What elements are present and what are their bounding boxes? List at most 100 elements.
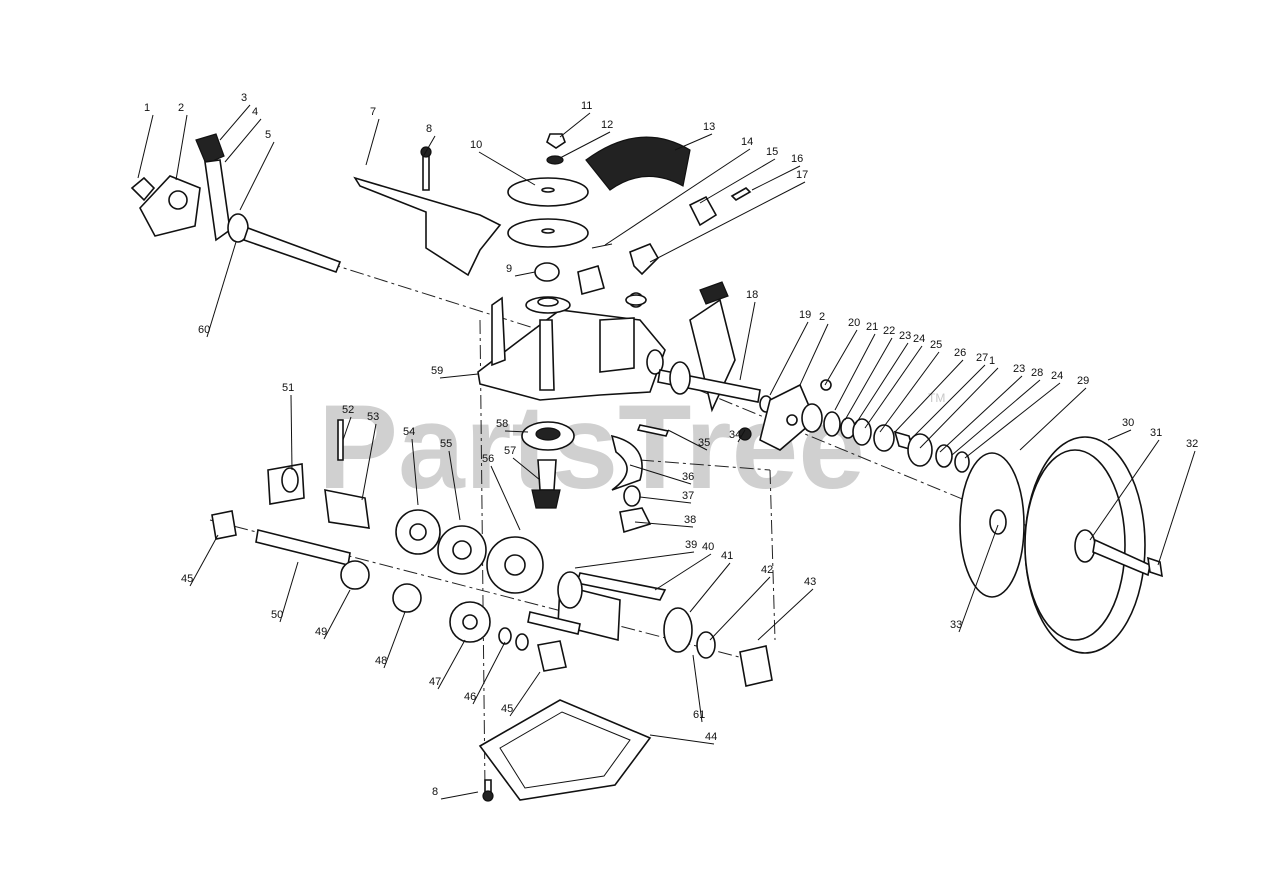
leader-line-c52 xyxy=(342,416,352,441)
callout-c2: 2 xyxy=(178,102,184,114)
callout-c1: 1 xyxy=(144,102,150,114)
callout-c44: 44 xyxy=(705,731,717,743)
callout-c32: 32 xyxy=(1186,438,1198,450)
callout-c35: 35 xyxy=(698,437,710,449)
callout-c37: 37 xyxy=(682,490,694,502)
callout-c54: 54 xyxy=(403,426,415,438)
leader-line-c18 xyxy=(739,301,756,381)
leader-line-c1 xyxy=(137,114,154,179)
callout-c9: 9 xyxy=(506,263,512,275)
callout-c13: 13 xyxy=(703,121,715,133)
callout-c57: 57 xyxy=(504,445,516,457)
callout-c8b: 8 xyxy=(432,786,438,798)
leader-line-c1b xyxy=(919,367,999,449)
leader-line-c36 xyxy=(629,464,692,485)
callout-c45b: 45 xyxy=(501,703,513,715)
leader-line-c19 xyxy=(769,321,809,396)
callout-c14: 14 xyxy=(741,136,753,148)
callout-c5: 5 xyxy=(265,129,271,141)
leader-line-c15 xyxy=(699,158,776,204)
leader-line-c35 xyxy=(667,429,708,451)
leader-line-c5 xyxy=(239,141,275,211)
callout-c47: 47 xyxy=(429,676,441,688)
callout-c38: 38 xyxy=(684,514,696,526)
callout-c26: 26 xyxy=(954,347,966,359)
leader-line-c34 xyxy=(737,429,746,443)
callout-c49: 49 xyxy=(315,626,327,638)
callout-c31: 31 xyxy=(1150,427,1162,439)
callout-c20: 20 xyxy=(848,317,860,329)
leader-line-c9 xyxy=(514,271,536,277)
pulley-assembly xyxy=(507,133,691,282)
leader-line-c57 xyxy=(512,457,541,481)
leader-line-c30 xyxy=(1107,429,1132,441)
callout-c61: 61 xyxy=(693,709,705,721)
output-shaft-parts xyxy=(527,571,773,687)
leader-line-c33 xyxy=(958,524,999,633)
callout-c25: 25 xyxy=(930,339,942,351)
callout-c28: 28 xyxy=(1031,367,1043,379)
leader-line-c12 xyxy=(559,131,611,159)
shift-lever-assembly xyxy=(130,133,342,274)
leader-line-c45a xyxy=(189,534,219,587)
leader-line-c59 xyxy=(439,373,479,379)
leader-line-c16 xyxy=(751,165,801,191)
leader-line-c37 xyxy=(639,496,692,504)
callout-c3: 3 xyxy=(241,92,247,104)
callout-c29: 29 xyxy=(1077,375,1089,387)
callout-c52: 52 xyxy=(342,404,354,416)
leader-line-c60 xyxy=(206,241,237,338)
leader-line-c17 xyxy=(649,181,806,263)
leader-line-c23b xyxy=(939,375,1023,453)
callout-c51: 51 xyxy=(282,382,294,394)
leader-line-c48 xyxy=(383,611,406,669)
gearbox-housing xyxy=(477,264,666,401)
leader-line-c8b xyxy=(440,791,479,800)
callout-c21: 21 xyxy=(866,321,878,333)
leader-line-c50 xyxy=(279,561,299,623)
callout-c10: 10 xyxy=(470,139,482,151)
leader-line-c25 xyxy=(879,351,940,433)
leader-line-c54 xyxy=(411,438,419,506)
callout-c48: 48 xyxy=(375,655,387,667)
linkage-parts xyxy=(591,187,752,308)
leader-line-c40 xyxy=(654,553,712,591)
callout-c2b: 2 xyxy=(819,311,825,323)
leader-line-c29 xyxy=(1019,387,1087,451)
wheel-assembly xyxy=(959,436,1163,654)
callout-c59: 59 xyxy=(431,365,443,377)
leader-line-c11 xyxy=(559,112,591,138)
leader-line-c46 xyxy=(472,641,506,705)
leader-line-c7 xyxy=(365,118,380,166)
leader-line-c28 xyxy=(951,379,1041,456)
leader-line-c2b xyxy=(799,323,829,386)
leader-line-c53 xyxy=(361,423,377,501)
callout-c50: 50 xyxy=(271,609,283,621)
leader-line-c4 xyxy=(224,118,262,163)
leader-line-c43 xyxy=(757,588,814,641)
callout-c56: 56 xyxy=(482,453,494,465)
callout-c30: 30 xyxy=(1122,417,1134,429)
callout-c7: 7 xyxy=(370,106,376,118)
leader-line-c21 xyxy=(834,333,876,411)
leader-line-c39 xyxy=(574,551,695,569)
callout-c23: 23 xyxy=(899,330,911,342)
gear-train xyxy=(211,419,567,672)
callout-c42: 42 xyxy=(761,564,773,576)
callout-c53: 53 xyxy=(367,411,379,423)
callout-c55: 55 xyxy=(440,438,452,450)
callout-c43: 43 xyxy=(804,576,816,588)
leader-line-c55 xyxy=(448,450,461,521)
callout-c24b: 24 xyxy=(1051,370,1063,382)
leader-line-c51 xyxy=(290,394,293,471)
callout-c12: 12 xyxy=(601,119,613,131)
leader-line-c58 xyxy=(504,430,529,433)
callout-c11: 11 xyxy=(581,100,592,112)
callout-c8a: 8 xyxy=(426,123,432,135)
oil-pan xyxy=(478,699,652,802)
leader-line-c38 xyxy=(634,521,694,528)
leader-line-c31 xyxy=(1089,439,1160,541)
callout-c33: 33 xyxy=(950,619,962,631)
leader-line-c23 xyxy=(854,342,909,426)
